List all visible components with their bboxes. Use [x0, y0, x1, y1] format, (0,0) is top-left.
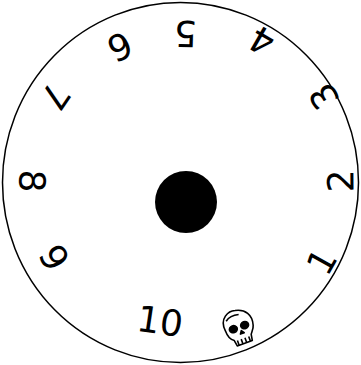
- dial-number: 5: [173, 15, 197, 52]
- center-hub: [155, 171, 217, 233]
- dial-rim: [3, 3, 359, 363]
- skull-icon: [220, 306, 259, 348]
- dial-number: 8: [13, 169, 49, 192]
- dial-number: 2: [323, 169, 359, 192]
- dial-number: 10: [135, 301, 186, 343]
